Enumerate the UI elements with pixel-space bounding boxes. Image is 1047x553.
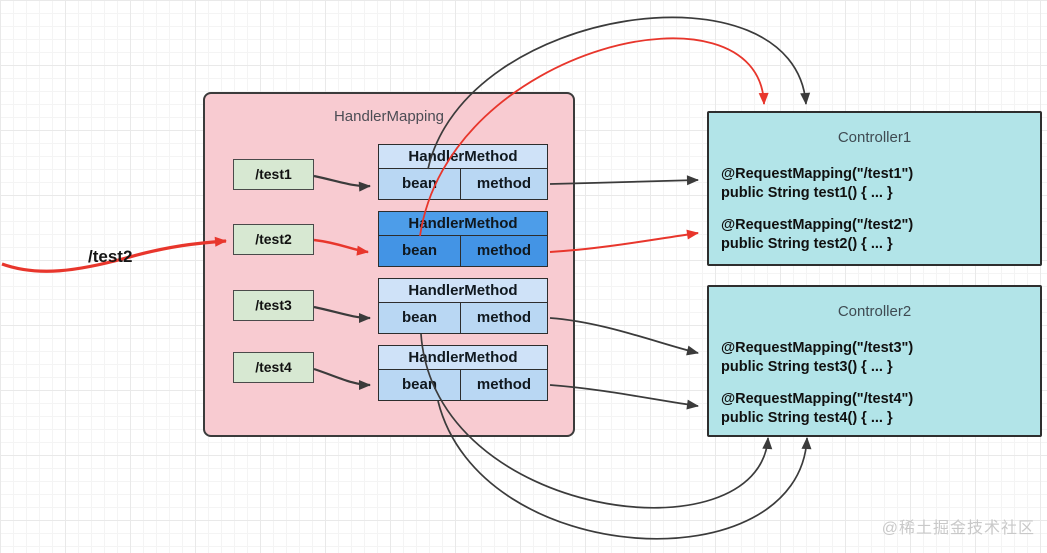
controller-method-test3: @RequestMapping("/test3") public String … (721, 339, 1040, 377)
method-cell: method (476, 242, 532, 259)
url-pattern-test1: /test1 (233, 159, 314, 190)
controller-method-test4: @RequestMapping("/test4") public String … (721, 390, 1040, 428)
annotation-line: @RequestMapping("/test2") (721, 217, 914, 233)
url-pattern-test3: /test3 (233, 290, 314, 321)
url-pattern-label: /test4 (255, 359, 292, 375)
annotation-line: @RequestMapping("/test1") (721, 166, 914, 182)
handler-method-title: HandlerMethod (379, 145, 547, 169)
controller-method-test1: @RequestMapping("/test1") public String … (721, 165, 1040, 203)
url-pattern-label: /test3 (255, 297, 292, 313)
url-pattern-test4: /test4 (233, 352, 314, 383)
incoming-request-label: /test2 (88, 247, 133, 266)
handler-method-table-3: HandlerMethod bean method (378, 278, 548, 334)
controller1-box: Controller1 @RequestMapping("/test1") pu… (707, 111, 1042, 266)
bean-cell: bean (379, 236, 461, 266)
method-cell: method (476, 376, 532, 393)
handler-method-table-2-highlighted: HandlerMethod bean method (378, 211, 548, 267)
signature-line: public String test2() { ... } (721, 236, 893, 252)
url-pattern-test2: /test2 (233, 224, 314, 255)
handler-method-title: HandlerMethod (379, 212, 547, 236)
signature-line: public String test3() { ... } (721, 359, 893, 375)
method-cell: method (476, 309, 532, 326)
bean-cell: bean (379, 303, 461, 333)
controller2-box: Controller2 @RequestMapping("/test3") pu… (707, 285, 1042, 437)
watermark-text: @稀土掘金技术社区 (881, 520, 1035, 537)
url-pattern-label: /test1 (255, 166, 292, 182)
controller-method-test2: @RequestMapping("/test2") public String … (721, 216, 1040, 254)
bean-cell: bean (379, 169, 461, 199)
handler-method-table-4: HandlerMethod bean method (378, 345, 548, 401)
annotation-line: @RequestMapping("/test3") (721, 340, 914, 356)
handler-method-table-1: HandlerMethod bean method (378, 144, 548, 200)
signature-line: public String test4() { ... } (721, 410, 893, 426)
annotation-line: @RequestMapping("/test4") (721, 391, 914, 407)
method-cell: method (476, 175, 532, 192)
controller2-title: Controller2 (837, 303, 912, 320)
bean-cell: bean (379, 370, 461, 400)
controller1-title: Controller1 (837, 129, 912, 146)
handler-mapping-title: HandlerMapping (333, 108, 445, 125)
handler-method-title: HandlerMethod (379, 279, 547, 303)
url-pattern-label: /test2 (255, 231, 292, 247)
handler-method-title: HandlerMethod (379, 346, 547, 370)
signature-line: public String test1() { ... } (721, 185, 893, 201)
